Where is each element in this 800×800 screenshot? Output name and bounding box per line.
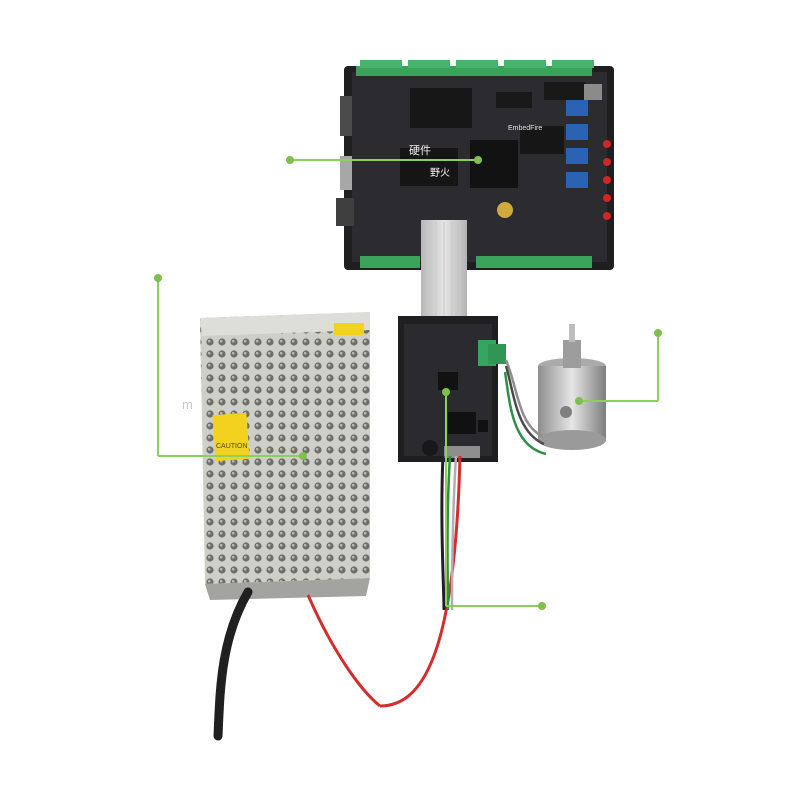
terminal-blocks-bottom xyxy=(360,256,592,268)
green-dot-icon xyxy=(575,397,583,405)
psu-warning-label: CAUTION xyxy=(216,443,248,450)
green-dot-icon xyxy=(442,388,450,396)
driver-board xyxy=(398,316,506,462)
dc-motor xyxy=(538,324,606,450)
logo-text: 野火 xyxy=(430,167,450,179)
callout-psu xyxy=(154,274,307,460)
green-dot-icon xyxy=(286,156,294,164)
red-buttons xyxy=(603,140,611,220)
wiring xyxy=(213,359,547,741)
green-dot-icon xyxy=(299,452,307,460)
controller-board: EmbedFire 硬件 野火 xyxy=(336,60,614,270)
chip-text: 硬件 xyxy=(409,144,431,157)
watermark-text: m xyxy=(182,397,193,412)
power-supply: CAUTION m xyxy=(182,312,370,600)
callout-controller xyxy=(286,156,482,164)
terminal-blocks-top xyxy=(356,60,594,76)
green-dot-icon xyxy=(654,329,662,337)
green-dot-icon xyxy=(474,156,482,164)
callout-driver xyxy=(442,388,546,610)
callout-motor xyxy=(575,329,662,405)
green-dot-icon xyxy=(538,602,546,610)
green-dot-icon xyxy=(154,274,162,282)
controller-brand-text: EmbedFire xyxy=(508,125,542,132)
